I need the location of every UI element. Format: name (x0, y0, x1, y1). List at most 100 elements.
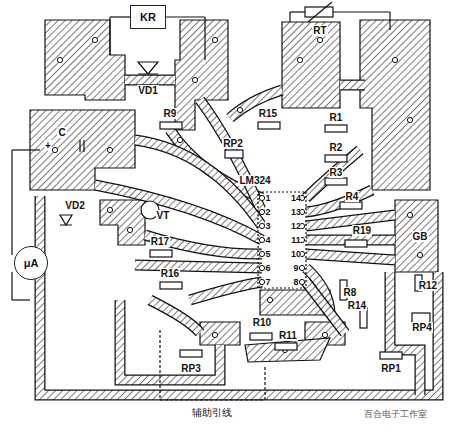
pin-number: 7 (265, 277, 270, 288)
part-label: LM324 (238, 175, 271, 186)
copper-track (125, 76, 175, 85)
pad-hole (417, 252, 422, 257)
pad-hole (127, 227, 132, 232)
pad-hole (407, 117, 412, 122)
pad-hole (259, 251, 264, 256)
part-label: VT (156, 210, 171, 221)
part-label: RP3 (180, 363, 201, 374)
copper-track (95, 185, 262, 240)
pad-hole (212, 332, 217, 337)
part-label: R16 (160, 268, 180, 279)
pad-hole (297, 57, 302, 62)
copper-track (230, 90, 282, 118)
part-label: C (57, 127, 66, 138)
pin-number: 10 (291, 249, 301, 260)
copper-pad (30, 20, 438, 362)
copper-track (340, 80, 365, 91)
copper-track (306, 282, 345, 333)
pad-hole (259, 195, 264, 200)
part-label: GB (412, 231, 429, 242)
copper-track (120, 300, 220, 380)
copper-track (40, 80, 438, 395)
copper-track (306, 254, 395, 260)
pin-number: 11 (291, 235, 301, 246)
part-label: RP4 (411, 322, 432, 333)
pin-number: 1 (265, 193, 270, 204)
pin-number: 5 (265, 249, 270, 260)
pad-hole (237, 107, 242, 112)
pin-number: 6 (265, 263, 270, 274)
part-label: VD2 (64, 200, 85, 211)
copper-track (150, 300, 200, 333)
part-label: R8 (343, 287, 358, 298)
pin-number: 4 (265, 235, 270, 246)
node-label: KR (140, 11, 156, 23)
pad-hole (259, 237, 264, 242)
pad-hole (192, 77, 197, 82)
copper-track (306, 254, 395, 260)
pad-hole (407, 212, 412, 217)
note-text: 辅助引线 (191, 407, 233, 418)
part-label: R14 (347, 300, 367, 311)
pad-hole (57, 57, 62, 62)
pin-number: 3 (265, 221, 270, 232)
part-label: R2 (329, 142, 344, 153)
pad-hole (259, 279, 264, 284)
copper-track (306, 282, 345, 333)
pad-hole (322, 332, 327, 337)
note-text: 百合电子工作室 (363, 409, 428, 420)
part-label: RT (312, 25, 327, 36)
part-label: R15 (258, 108, 278, 119)
relay-box: KR (130, 5, 166, 29)
part-label: R3 (329, 167, 344, 178)
copper-track (150, 300, 200, 333)
pad-hole (107, 147, 112, 152)
copper-track (95, 185, 262, 240)
copper-track (340, 81, 365, 90)
pad-hole (92, 37, 97, 42)
pad-hole (267, 297, 272, 302)
part-label: R12 (418, 280, 438, 291)
part-label: RP1 (380, 363, 401, 374)
part-label: RP2 (222, 138, 243, 149)
pad-hole (259, 209, 264, 214)
pad-hole (212, 37, 217, 42)
pin-number: 12 (291, 221, 301, 232)
node-label: μA (24, 257, 39, 269)
part-label: VD1 (137, 85, 158, 96)
pad-hole (259, 265, 264, 270)
part-label: R10 (252, 317, 272, 328)
part-label: R1 (329, 112, 344, 123)
part-label: R19 (352, 225, 372, 236)
pad-hole (299, 279, 304, 284)
copper-track (306, 190, 372, 212)
part-label: R17 (150, 236, 170, 247)
pad-hole (317, 37, 322, 42)
pin-number: 13 (291, 207, 301, 218)
copper-track (135, 265, 262, 268)
copper-track (306, 190, 372, 212)
part-label: R4 (345, 191, 360, 202)
copper-track (120, 300, 220, 380)
part-label: + (44, 140, 52, 151)
pad-hole (299, 265, 304, 270)
pad-hole (52, 147, 57, 152)
meter-circle: μA (14, 246, 48, 280)
part-label: R9 (163, 108, 178, 119)
copper-track (135, 265, 262, 268)
copper-track (306, 215, 395, 226)
part-label: R11 (278, 330, 298, 341)
pad-hole (259, 223, 264, 228)
pin-number: 8 (293, 277, 298, 288)
pin-number: 14 (291, 193, 301, 204)
pad-hole (392, 57, 397, 62)
pin-number: 9 (293, 263, 298, 274)
component-symbol (12, 2, 430, 400)
copper-track (190, 282, 262, 300)
copper-track (230, 90, 282, 118)
pin-number: 2 (265, 207, 270, 218)
copper-track (306, 215, 395, 226)
pad-hole (107, 207, 112, 212)
copper-track (190, 282, 262, 300)
